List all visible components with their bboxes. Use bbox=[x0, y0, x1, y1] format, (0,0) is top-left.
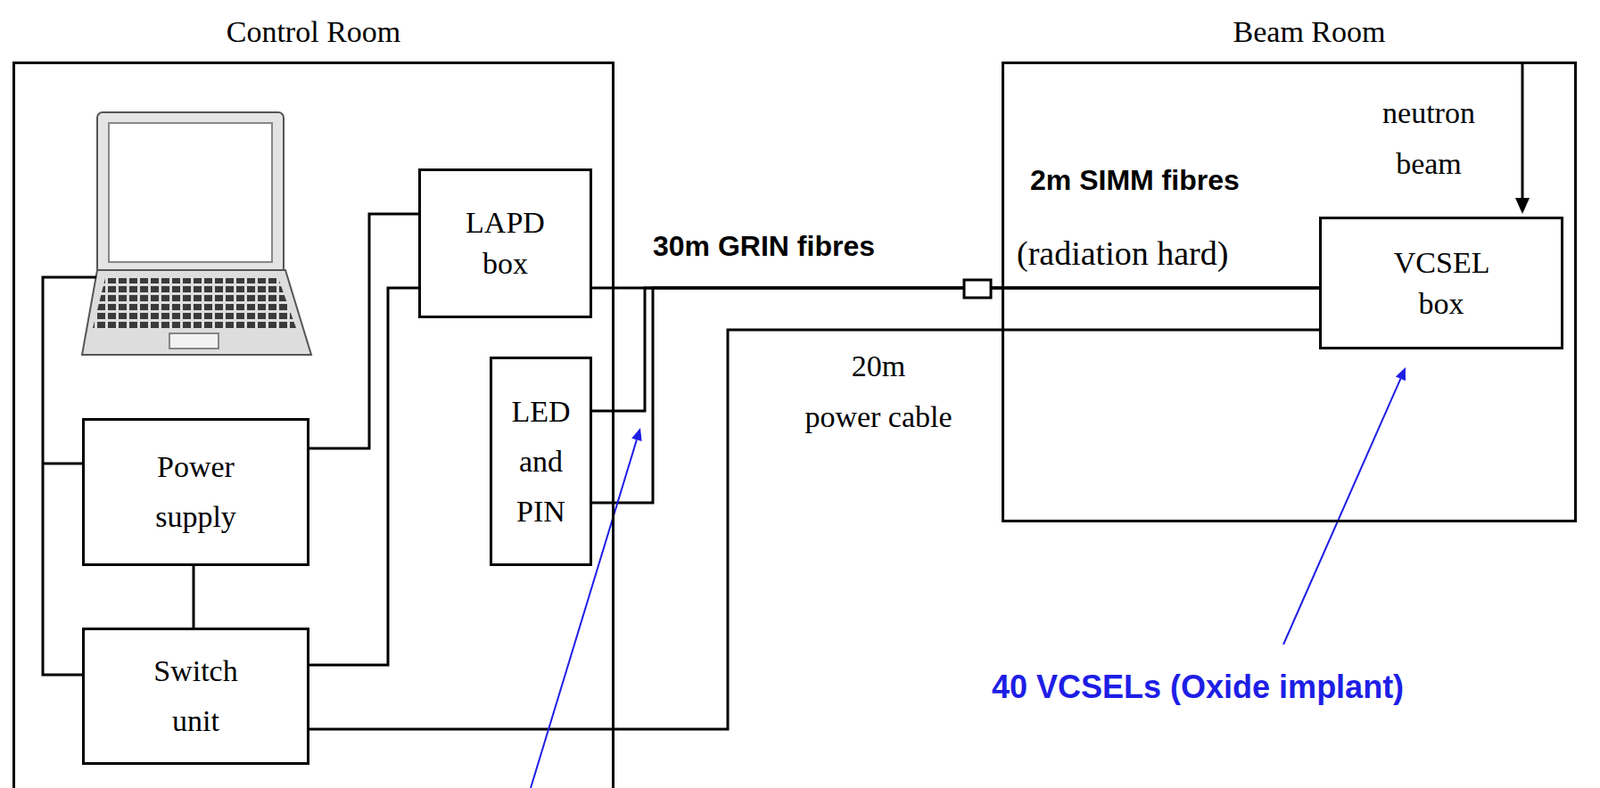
beam-label: neutron beam bbox=[1357, 87, 1501, 190]
laptop-icon bbox=[82, 112, 312, 355]
box-label: LED and PIN bbox=[511, 387, 570, 537]
equipment-box: VCSEL box bbox=[1319, 216, 1564, 350]
equipment-box: Power supply bbox=[82, 418, 310, 567]
cable-label: 20m power cable bbox=[744, 340, 1013, 443]
wire-connector bbox=[309, 288, 419, 666]
wire-connector bbox=[192, 566, 196, 628]
equipment-box: LED and PIN bbox=[489, 356, 593, 567]
fibre-coupler bbox=[964, 280, 991, 298]
fibre-note: (radiation hard) bbox=[1016, 233, 1229, 273]
leader-line bbox=[530, 367, 1406, 788]
room-region: Beam RoomVCSEL box bbox=[1001, 61, 1577, 523]
callout-label: 40 VCSELs (Oxide implant) bbox=[991, 668, 1404, 707]
wire-connector bbox=[592, 288, 1320, 412]
equipment-box: LAPD box bbox=[418, 168, 593, 319]
equipment-box: Switch unit bbox=[82, 627, 310, 766]
fibre-label: 2m SIMM fibres bbox=[1030, 164, 1240, 198]
fibre-label: 30m GRIN fibres bbox=[652, 230, 875, 264]
neutron-beam-arrow bbox=[1515, 61, 1530, 215]
box-label: VCSEL box bbox=[1393, 242, 1489, 325]
box-label: Switch unit bbox=[153, 646, 238, 747]
wire-connector bbox=[592, 288, 1320, 504]
room-title: Beam Room bbox=[1193, 15, 1426, 50]
box-label: LAPD box bbox=[465, 202, 545, 285]
room-region: Control RoomLAPD boxLED and PINPower sup… bbox=[12, 61, 615, 788]
box-label: Power supply bbox=[155, 442, 237, 543]
room-title: Control Room bbox=[12, 15, 615, 50]
wire-connector bbox=[309, 214, 419, 449]
